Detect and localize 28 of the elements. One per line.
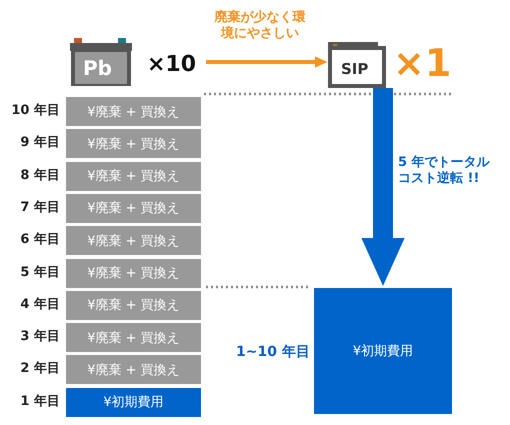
cost-bar: ¥廃棄 + 買換え [66, 162, 201, 191]
year-label: 7 年目 [20, 200, 60, 214]
year-label: 1~10 年目 [236, 345, 310, 359]
cost-bar: ¥廃棄 + 買換え [66, 258, 201, 288]
arrow [206, 56, 328, 68]
battery-label: SIP [341, 60, 368, 78]
year-label: 9 年目 [20, 136, 60, 150]
cost-bar: ¥初期費用 [314, 288, 452, 414]
cost-bar: ¥廃棄 + 買換え [66, 355, 201, 384]
cost-bar: ¥廃棄 + 買換え [66, 323, 201, 352]
year-label: 10 年目 [11, 104, 60, 117]
battery-label: Pb [83, 56, 112, 80]
year-label: 4 年目 [20, 298, 60, 311]
cost-bar: ¥廃棄 + 買換え [66, 97, 201, 126]
year-label: 8 年目 [20, 168, 60, 182]
cost-bar: ¥廃棄 + 買換え [66, 194, 201, 223]
cost-bar: ¥初期費用 [66, 388, 201, 417]
quantity-label: ×10 [147, 54, 196, 76]
year-label: 3 年目 [20, 330, 60, 344]
quantity-label: ×1 [393, 44, 452, 82]
year-label: 2 年目 [20, 362, 60, 376]
arrow [361, 88, 405, 286]
year-label: 6 年目 [20, 233, 60, 246]
cost-bar: ¥廃棄 + 買換え [66, 129, 201, 158]
year-label: 1 年目 [20, 394, 60, 408]
cost-bar: ¥廃棄 + 買換え [66, 290, 201, 320]
year-label: 5 年目 [20, 266, 60, 278]
cost-bar: ¥廃棄 + 買換え [66, 226, 201, 256]
